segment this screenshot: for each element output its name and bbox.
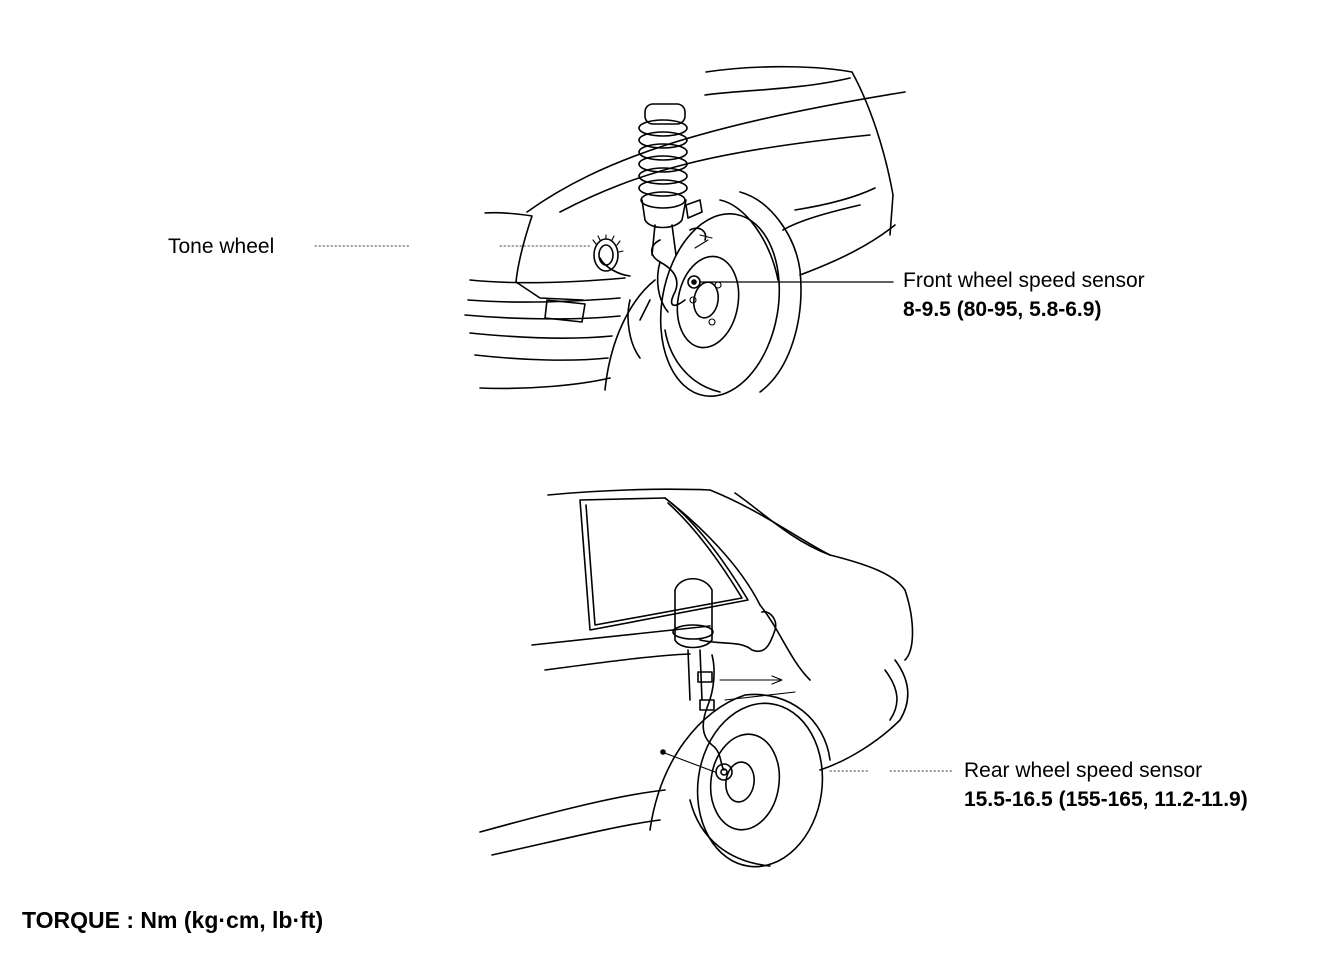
- front-sensor-torque: 8-9.5 (80-95, 5.8-6.9): [903, 298, 1102, 321]
- rear-sensor-torque: 15.5-16.5 (155-165, 11.2-11.9): [964, 788, 1248, 811]
- torque-units-note: TORQUE : Nm (kg·cm, lb·ft): [22, 907, 324, 933]
- rear-sensor-label: Rear wheel speed sensor: [964, 759, 1203, 782]
- tone-wheel-label: Tone wheel: [168, 235, 275, 258]
- front-sensor-label: Front wheel speed sensor: [903, 269, 1145, 292]
- rear-assembly-illustration: [479, 488, 953, 868]
- front-assembly-illustration: [314, 65, 906, 397]
